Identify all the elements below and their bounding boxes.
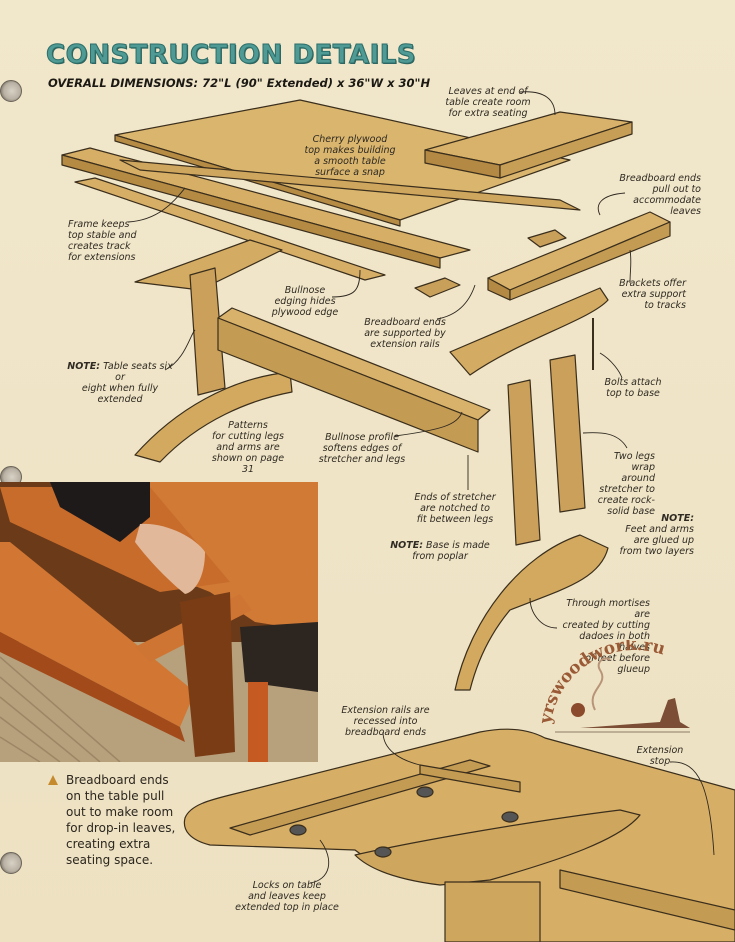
note-label: NOTE: — [390, 540, 424, 551]
callout-breadboard-supported: Breadboard ends are supported by extensi… — [364, 317, 446, 350]
page-title: CONSTRUCTION DETAILS — [45, 40, 417, 71]
photo-caption: Breadboard ends on the table pull out to… — [48, 772, 198, 868]
binder-hole-bottom — [0, 852, 22, 874]
callout-bullnose-edging: Bullnose edging hides plywood edge — [271, 285, 339, 318]
callout-extension-rails: Extension rails are recessed into breadb… — [341, 705, 430, 738]
underside-leg — [444, 881, 541, 942]
callout-breadboard-pull: Breadboard ends pull out to accommodate … — [619, 173, 701, 217]
callout-two-legs: Two legs wrap around stretcher to create… — [597, 451, 655, 517]
table-extension-photo — [0, 482, 318, 762]
leg-half-2 — [549, 354, 586, 513]
callout-frame: Frame keeps top stable and creates track… — [68, 219, 137, 263]
callout-stretcher-ends: Ends of stretcher are notched to fit bet… — [414, 492, 496, 525]
bracket-right — [527, 229, 567, 248]
arm-top — [449, 287, 609, 376]
note-label: NOTE: — [661, 513, 694, 524]
watermark-text: yrswoodwork.ru — [540, 640, 667, 726]
bracket-left — [414, 277, 461, 298]
watermark-logo: yrswoodwork.ru — [536, 635, 735, 740]
trestle-foot-left — [134, 371, 293, 463]
frame-rail-back — [119, 159, 581, 211]
callout-patterns: Patterns for cutting legs and arms are s… — [211, 420, 285, 475]
callout-note-feet: NOTE:Feet and arms are glued up from two… — [619, 513, 694, 557]
callout-locks: Locks on table and leaves keep extended … — [235, 880, 339, 913]
hand-plane-icon — [580, 698, 690, 728]
lock-2 — [374, 846, 392, 858]
callout-extension-stop: Extension stop — [636, 745, 684, 767]
callout-bullnose-profile: Bullnose profile softens edges of stretc… — [318, 432, 406, 465]
extension-rail-right — [419, 764, 521, 793]
callout-note-base: NOTE: Base is made from poplar — [390, 540, 490, 562]
leg-half-1 — [507, 379, 541, 546]
trestle-foot-right — [454, 534, 609, 691]
callout-cherry-top: Cherry plywood top makes building a smoo… — [304, 134, 396, 178]
note-label: NOTE: — [67, 361, 101, 372]
callout-bolts: Bolts attach top to base — [604, 377, 662, 399]
lock-1 — [289, 824, 307, 836]
trestle-arm-left — [134, 239, 283, 291]
lock-4 — [501, 811, 519, 823]
trestle-leg-left — [189, 267, 226, 396]
underside-stretcher — [559, 869, 735, 931]
overall-dimensions: OVERALL DIMENSIONS: 72"L (90" Extended) … — [48, 76, 431, 90]
callout-leaves: Leaves at end of table create room for e… — [445, 86, 531, 119]
callout-brackets: Brackets offer extra support to tracks — [619, 278, 686, 311]
binder-hole-top — [0, 80, 22, 102]
extension-rail-left — [229, 759, 491, 836]
callout-note-seats: NOTE: Table seats six or eight when full… — [67, 361, 173, 405]
caption-triangle-icon — [48, 775, 58, 785]
underside-arm — [354, 809, 641, 886]
lock-3 — [416, 786, 434, 798]
